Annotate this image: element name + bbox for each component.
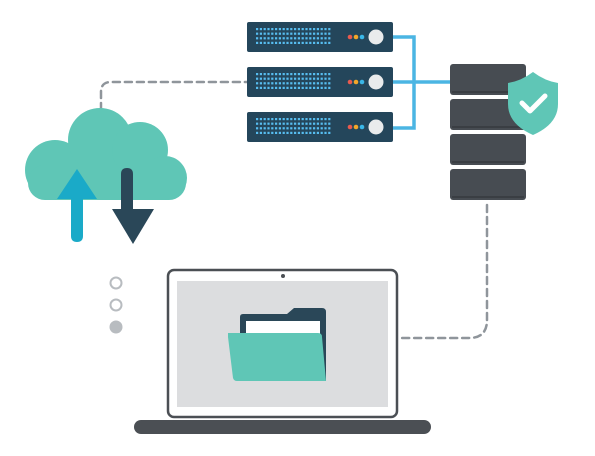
power-knob xyxy=(368,119,384,135)
status-light xyxy=(347,79,353,85)
progress-dot-empty xyxy=(109,298,123,312)
status-light xyxy=(359,79,365,85)
status-light xyxy=(359,124,365,130)
status-light xyxy=(353,79,359,85)
progress-dots xyxy=(109,276,123,334)
server-unit xyxy=(247,112,393,142)
server-rack-icon xyxy=(247,22,393,142)
laptop-base xyxy=(134,420,431,434)
cloud-icon xyxy=(25,108,187,200)
upload-arrow-icon xyxy=(57,169,97,242)
progress-dot-filled xyxy=(109,320,123,334)
server-cables xyxy=(393,35,450,130)
storage-unit xyxy=(450,64,526,95)
cloud-server-dashed-link xyxy=(99,80,250,112)
folder-icon xyxy=(228,308,326,381)
storage-unit xyxy=(450,99,526,130)
shield-check-icon xyxy=(508,72,558,135)
storage-unit xyxy=(450,134,526,165)
storage-unit xyxy=(450,169,526,200)
storage-stack-icon xyxy=(450,64,526,200)
server-unit xyxy=(247,67,393,97)
download-arrow-icon xyxy=(112,168,154,244)
status-light xyxy=(353,124,359,130)
status-light xyxy=(353,34,359,40)
progress-dot-empty xyxy=(109,276,123,290)
status-light xyxy=(347,34,353,40)
power-knob xyxy=(368,74,384,90)
server-unit xyxy=(247,22,393,52)
laptop-camera xyxy=(281,274,285,278)
storage-laptop-dashed-link xyxy=(396,203,489,340)
power-knob xyxy=(368,29,384,45)
status-light xyxy=(359,34,365,40)
status-light xyxy=(347,124,353,130)
